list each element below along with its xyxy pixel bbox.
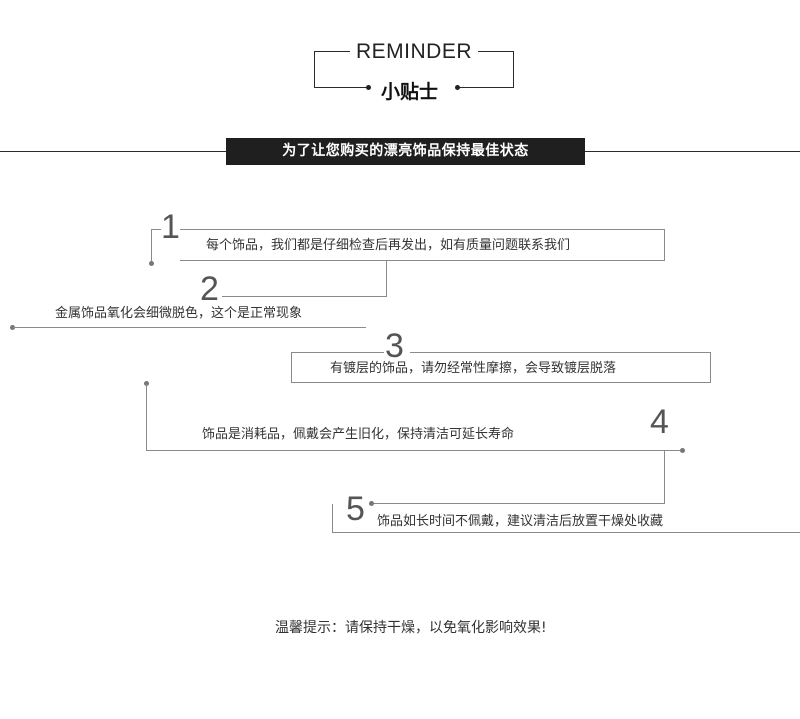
header-dot-right <box>455 85 460 90</box>
tip-dot <box>680 448 685 453</box>
header-bottom-line-left <box>314 87 368 88</box>
tip-number: 2 <box>200 270 219 308</box>
tip-dot <box>10 325 15 330</box>
tip-line <box>146 450 681 451</box>
tip-line <box>151 229 152 263</box>
header-bracket-right-side <box>513 51 514 87</box>
tip-line <box>291 382 711 383</box>
tip-line <box>386 261 387 297</box>
tip-number: 3 <box>385 327 404 365</box>
tip-number: 1 <box>161 208 180 246</box>
tip-line <box>180 229 664 230</box>
tip-line <box>332 504 333 533</box>
tip-line <box>710 352 711 383</box>
tip-text: 金属饰品氧化会细微脱色，这个是正常现象 <box>55 306 303 321</box>
header-dot-left <box>366 85 371 90</box>
banner: 为了让您购买的漂亮饰品保持最佳状态 <box>226 138 585 165</box>
header-bottom-line-right <box>458 87 514 88</box>
tip-number: 5 <box>346 490 365 528</box>
tip-line <box>664 451 665 504</box>
tip-line <box>410 352 711 353</box>
tip-dot <box>149 261 154 266</box>
tip-number: 4 <box>650 403 669 441</box>
tip-line <box>291 352 384 353</box>
tip-text: 饰品是消耗品，佩戴会产生旧化，保持清洁可延长寿命 <box>202 427 515 442</box>
tip-dot <box>369 501 374 506</box>
tip-line <box>151 229 161 230</box>
tip-line <box>664 229 665 260</box>
tip-line <box>180 260 665 261</box>
reminder-subtitle: 小贴士 <box>381 81 439 103</box>
tip-line <box>332 532 800 533</box>
tip-line <box>222 296 387 297</box>
tip-line <box>372 503 665 504</box>
tip-text: 每个饰品，我们都是仔细检查后再发出，如有质量问题联系我们 <box>206 238 571 253</box>
tip-line <box>291 352 292 383</box>
tip-line <box>146 384 147 450</box>
footer-tip: 温馨提示：请保持干燥，以免氧化影响效果! <box>275 620 547 636</box>
tip-line <box>13 327 366 328</box>
header-bracket-left-side <box>314 51 315 87</box>
header-bracket-right-top <box>478 51 514 52</box>
tip-dot <box>144 381 149 386</box>
header-bracket-left-top <box>314 51 350 52</box>
reminder-title: REMINDER <box>356 40 473 63</box>
tip-text: 饰品如长时间不佩戴，建议清洁后放置干燥处收藏 <box>377 514 664 529</box>
tip-text: 有镀层的饰品，请勿经常性摩擦，会导致镀层脱落 <box>330 361 617 376</box>
